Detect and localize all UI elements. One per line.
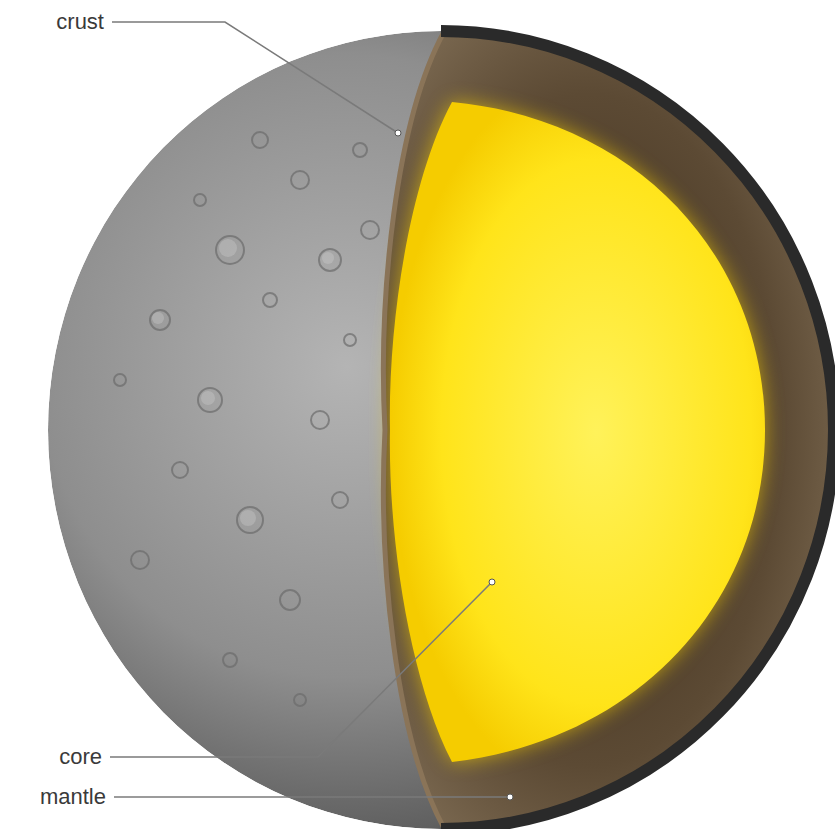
part-label: crust <box>54 11 106 33</box>
leader-dots <box>395 130 513 800</box>
part-label: core <box>57 746 104 768</box>
part-label: mantle <box>38 786 108 808</box>
planet-surface <box>48 30 835 829</box>
leader-lines <box>110 22 510 797</box>
crust-rim <box>441 31 834 829</box>
